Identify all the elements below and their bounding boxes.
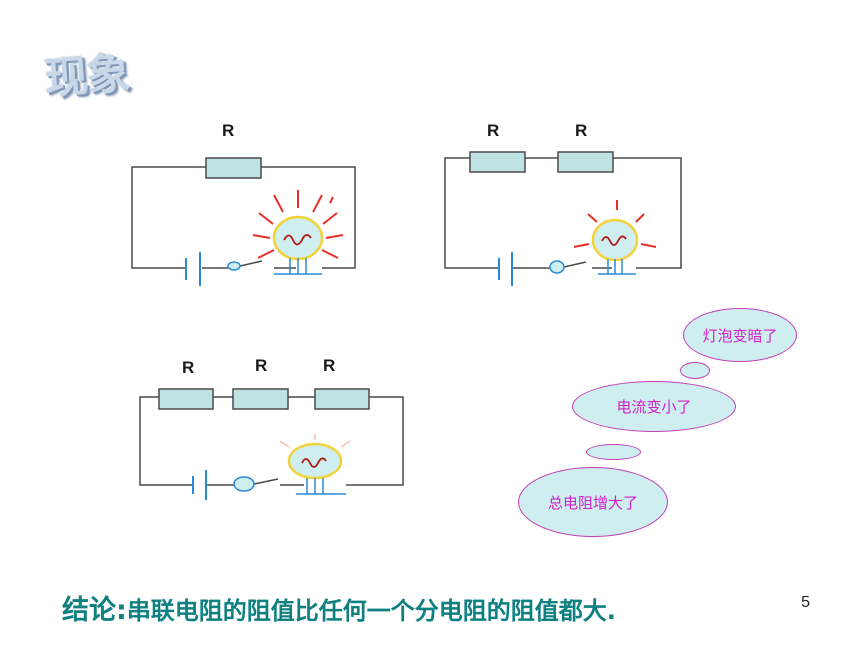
- circuit-3-resistor-2: [232, 388, 289, 410]
- circuit-3-battery: [192, 470, 207, 500]
- circuit-2-resistor-2: [557, 151, 614, 173]
- circuit-1-battery: [185, 252, 201, 286]
- circuit-1-rays: [252, 190, 344, 259]
- conclusion: 结论:串联电阻的阻值比任何一个分电阻的阻值都大.: [62, 588, 616, 627]
- circuit-3-resistor-label-3: R: [323, 356, 336, 375]
- circuit-3-resistor-3: [314, 388, 370, 410]
- circuit-2-rays: [573, 200, 657, 248]
- circuit-3: [139, 388, 404, 500]
- circuit-1-switch: [227, 261, 241, 271]
- circuit-1-resistor: [205, 157, 262, 179]
- circuit-3-resistor-label-2: R: [255, 356, 268, 375]
- circuit-2-switch: [549, 260, 565, 274]
- circuit-2-resistor-1: [469, 151, 526, 173]
- circuit-3-rays: [279, 434, 351, 448]
- thought-bubble-dot-small: [680, 362, 710, 379]
- circuit-1-wire-right: [261, 166, 356, 269]
- thought-bubble-1: 灯泡变暗了: [683, 308, 797, 362]
- circuit-3-resistor-1: [158, 388, 214, 410]
- circuit-1-bulb: [272, 215, 324, 275]
- circuit-2-bulb: [591, 218, 639, 275]
- circuit-3-bulb: [287, 442, 346, 495]
- circuit-2-battery: [498, 252, 513, 286]
- circuit-3-resistor-label-1: R: [182, 358, 195, 377]
- circuit-2: [444, 151, 682, 286]
- thought-bubble-dot-large: [586, 444, 641, 460]
- circuit-2-resistor-label-1: R: [487, 121, 500, 140]
- thought-bubble-3: 总电阻增大了: [518, 467, 668, 537]
- circuit-1: [131, 157, 356, 286]
- circuit-1-wire: [131, 166, 206, 269]
- conclusion-label: 结论:: [62, 595, 127, 626]
- circuit-1-resistor-label: R: [222, 121, 235, 140]
- thought-bubble-2: 电流变小了: [572, 381, 736, 432]
- page-number: 5: [801, 594, 810, 611]
- circuit-3-switch: [233, 476, 255, 492]
- circuit-2-resistor-label-2: R: [575, 121, 588, 140]
- conclusion-text: 串联电阻的阻值比任何一个分电阻的阻值都大.: [126, 597, 616, 625]
